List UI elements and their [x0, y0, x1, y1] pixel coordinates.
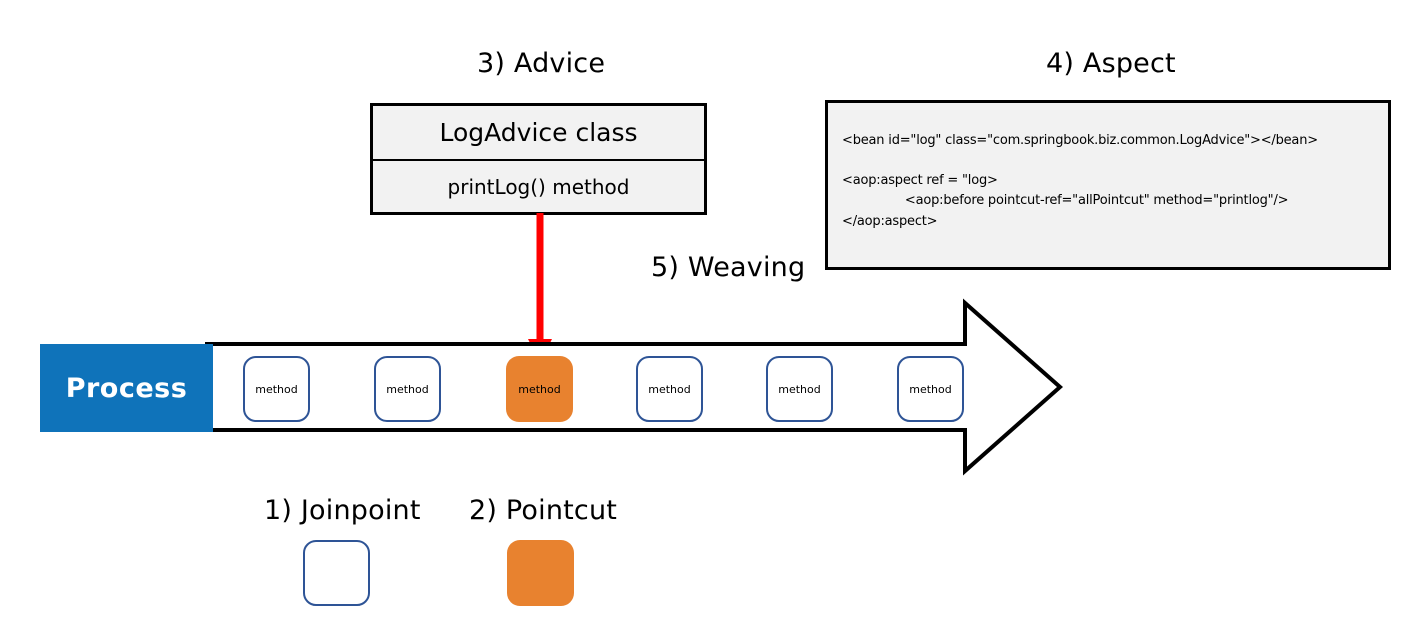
legend-pointcut-label: 2) Pointcut: [469, 495, 618, 526]
aspect-section-title: 4) Aspect: [1046, 48, 1176, 79]
legend-joinpoint-label: 1) Joinpoint: [264, 495, 421, 526]
process-badge: Process: [40, 344, 213, 432]
method-box-6[interactable]: method: [897, 356, 964, 422]
advice-section-title: 3) Advice: [477, 48, 606, 79]
advice-box: LogAdvice class printLog() method: [370, 103, 707, 215]
process-badge-label: Process: [65, 372, 188, 404]
process-flow-arrow: [205, 298, 1064, 476]
legend-joinpoint-swatch: [303, 540, 370, 606]
aspect-config-box: <bean id="log" class="com.springbook.biz…: [825, 100, 1391, 270]
advice-method-name: printLog() method: [447, 174, 630, 199]
method-box-3-pointcut[interactable]: method: [506, 356, 573, 422]
method-box-5[interactable]: method: [766, 356, 833, 422]
method-box-2[interactable]: method: [374, 356, 441, 422]
weaving-section-title: 5) Weaving: [651, 252, 806, 283]
advice-class-name: LogAdvice class: [373, 106, 704, 161]
method-box-1[interactable]: method: [243, 356, 310, 422]
legend-pointcut-swatch: [507, 540, 574, 606]
method-box-4[interactable]: method: [636, 356, 703, 422]
aspect-xml-code: <bean id="log" class="com.springbook.biz…: [842, 133, 1318, 229]
